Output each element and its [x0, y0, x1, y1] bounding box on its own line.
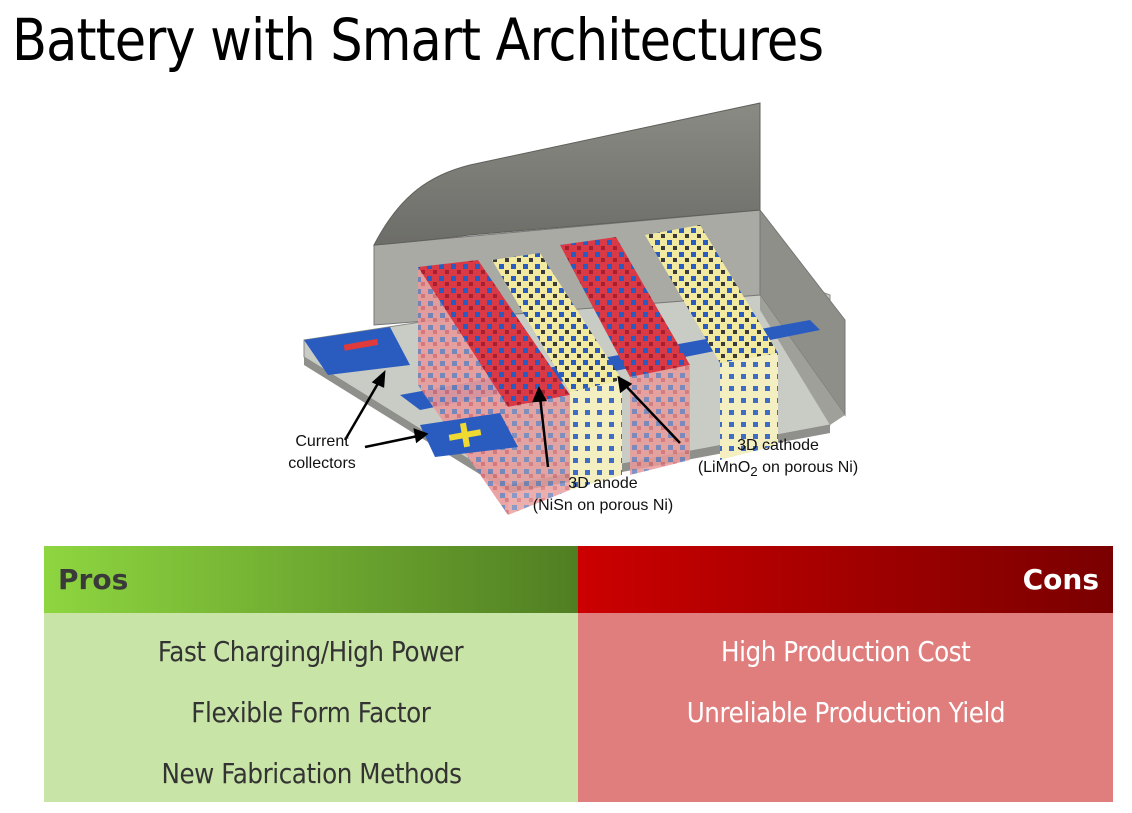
cons-item [578, 749, 1113, 810]
label-line: collectors [288, 455, 356, 472]
label-line: (NiSn on porous Ni) [532, 497, 674, 514]
pros-list: Fast Charging/High Power Flexible Form F… [44, 613, 578, 802]
battery-diagram: Current collectors 3D anode (NiSn on por… [270, 95, 890, 530]
cathode-block-1-top [492, 253, 622, 392]
cathode-label: 3D cathode (LiMnO2 on porous Ni) [678, 435, 878, 483]
anode-block-1-top [418, 260, 570, 407]
plus-sign [448, 422, 482, 448]
pros-item: Fast Charging/High Power [44, 627, 578, 688]
cons-header: Cons [578, 546, 1113, 613]
battery-illustration [303, 102, 846, 515]
cons-item-text: Unreliable Production Yield [686, 696, 1005, 729]
anode-block-2-top [560, 237, 690, 377]
pros-item: New Fabrication Methods [44, 749, 578, 810]
label-line: 3D anode [568, 475, 638, 492]
pros-cons-table: Pros Fast Charging/High Power Flexible F… [44, 546, 1113, 802]
pros-item-text: Flexible Form Factor [191, 696, 431, 729]
pros-item: Flexible Form Factor [44, 688, 578, 749]
negative-terminal-pad [304, 327, 410, 375]
label-arrows [343, 369, 681, 468]
label-line: (LiMnO2 on porous Ni) [678, 457, 878, 483]
cons-item-text: High Production Cost [720, 635, 971, 668]
anode-block-1-side [418, 267, 508, 515]
label-line: Current [295, 433, 349, 450]
cons-item: Unreliable Production Yield [578, 688, 1113, 749]
current-collectors-label: Current collectors [278, 431, 366, 475]
slide-title: Battery with Smart Architectures [12, 6, 824, 74]
cathode-block-2-top [645, 225, 778, 363]
cons-item: High Production Cost [578, 627, 1113, 688]
pros-column: Pros Fast Charging/High Power Flexible F… [44, 546, 578, 802]
pros-item-text: New Fabrication Methods [160, 757, 461, 790]
curved-lid [373, 102, 761, 246]
label-line: 3D cathode [737, 437, 819, 454]
pros-header: Pros [44, 546, 578, 613]
formula-subscript: 2 [750, 464, 758, 480]
minus-sign [343, 338, 379, 351]
cons-list: High Production Cost Unreliable Producti… [578, 613, 1113, 802]
cons-column: Cons High Production Cost Unreliable Pro… [578, 546, 1113, 802]
formula-text: on porous Ni) [757, 459, 859, 476]
pros-item-text: Fast Charging/High Power [158, 635, 464, 668]
anode-label: 3D anode (NiSn on porous Ni) [508, 473, 698, 517]
formula-text: (LiMnO [697, 459, 751, 476]
